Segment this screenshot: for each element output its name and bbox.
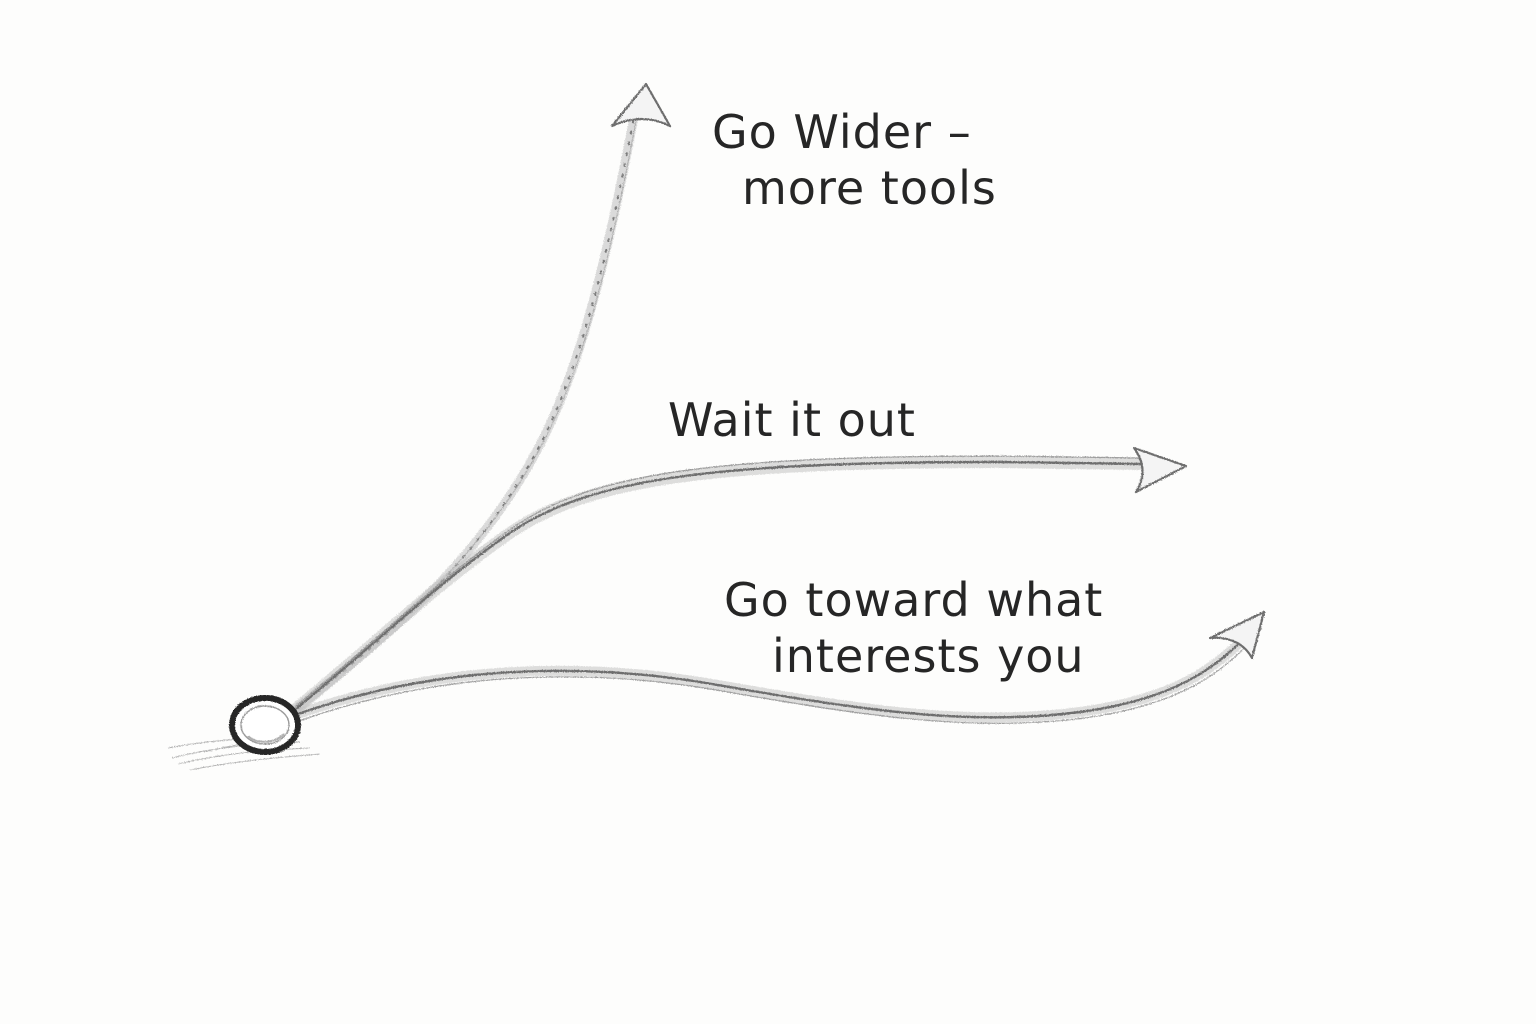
path-go-wider (287, 101, 641, 717)
path-wait-it-out (286, 455, 1146, 718)
label-go-wider-line-2: more tools (742, 161, 997, 215)
arrowhead-icon (1208, 610, 1266, 660)
label-go-wider: Go Wider – more tools (712, 104, 997, 216)
start-circle-icon (229, 695, 301, 755)
label-go-toward: Go toward what interests you (724, 572, 1103, 684)
label-go-toward-line-2: interests you (772, 629, 1085, 683)
label-go-wider-line-1: Go Wider – (712, 105, 972, 159)
arrowhead-icon (610, 82, 672, 128)
label-wait-it-out-line-1: Wait it out (668, 393, 916, 447)
label-go-toward-line-1: Go toward what (724, 573, 1104, 627)
arrowhead-icon (1132, 446, 1188, 494)
label-wait-it-out: Wait it out (668, 392, 916, 448)
path-go-toward (287, 617, 1263, 725)
